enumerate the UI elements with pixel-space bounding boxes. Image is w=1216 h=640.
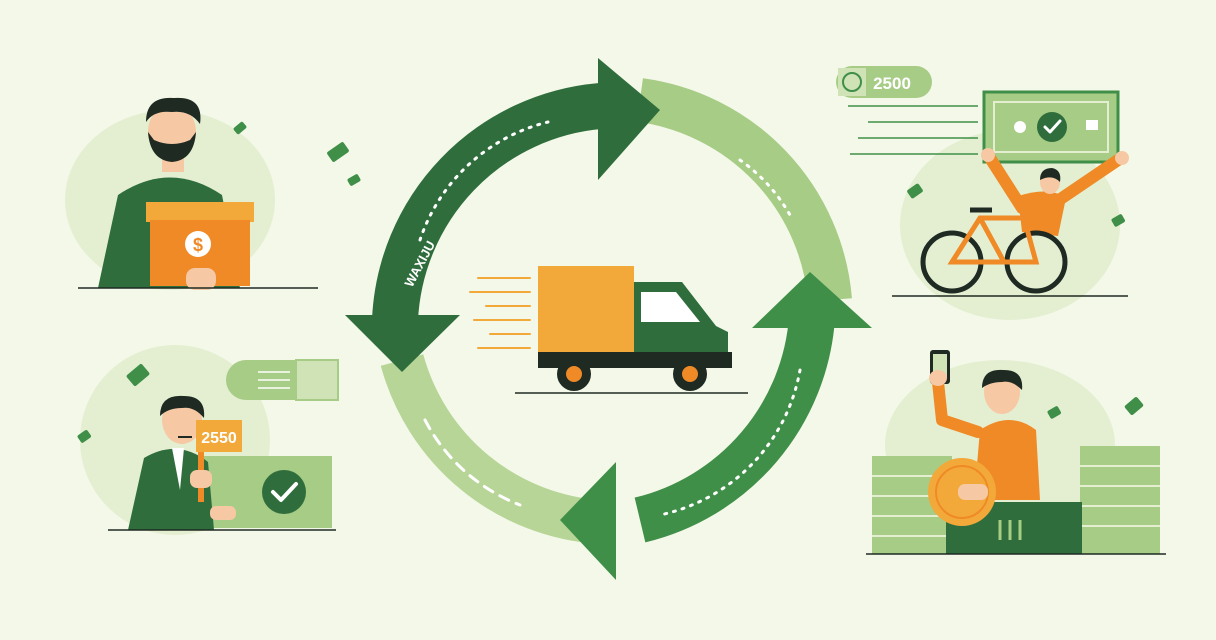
arrowhead-left bbox=[345, 315, 460, 372]
banknote-icon bbox=[1124, 397, 1144, 415]
banknote-icon bbox=[126, 364, 150, 386]
banknote-icon bbox=[327, 142, 349, 162]
price-sign bbox=[196, 420, 242, 452]
arrow-segment-bottom-right bbox=[634, 315, 835, 543]
bicycle-icon bbox=[920, 207, 1068, 294]
checkmark-icon bbox=[262, 470, 306, 514]
dollar-coin-icon bbox=[185, 231, 211, 257]
delivery-truck-icon bbox=[469, 266, 748, 394]
banknote-icon bbox=[907, 183, 923, 199]
arrow-segment-top-right bbox=[636, 78, 852, 303]
banknote-icon bbox=[77, 430, 91, 443]
price-sign-amount: 2550 bbox=[201, 430, 237, 447]
payment-confirmation: 2550 bbox=[77, 345, 339, 535]
banknote-icon bbox=[1111, 214, 1125, 227]
arrow-segment-top-left bbox=[372, 83, 603, 322]
banknote-icon bbox=[347, 174, 361, 186]
amount-badge-text: 2500 bbox=[873, 74, 911, 93]
banknote-icon bbox=[1047, 406, 1061, 419]
banknote-icon bbox=[233, 121, 247, 135]
seller-with-box: $ bbox=[65, 97, 361, 290]
customer-with-coin bbox=[866, 350, 1166, 555]
box-dollar-sign: $ bbox=[193, 235, 203, 255]
arrowhead-top bbox=[598, 58, 660, 180]
courier-on-bicycle: 2500 bbox=[836, 66, 1129, 320]
arrow-segment-bottom-left bbox=[380, 353, 602, 544]
checkmark-icon bbox=[1037, 112, 1067, 142]
arrowhead-right bbox=[752, 272, 872, 328]
arrowhead-bottom bbox=[560, 462, 616, 580]
